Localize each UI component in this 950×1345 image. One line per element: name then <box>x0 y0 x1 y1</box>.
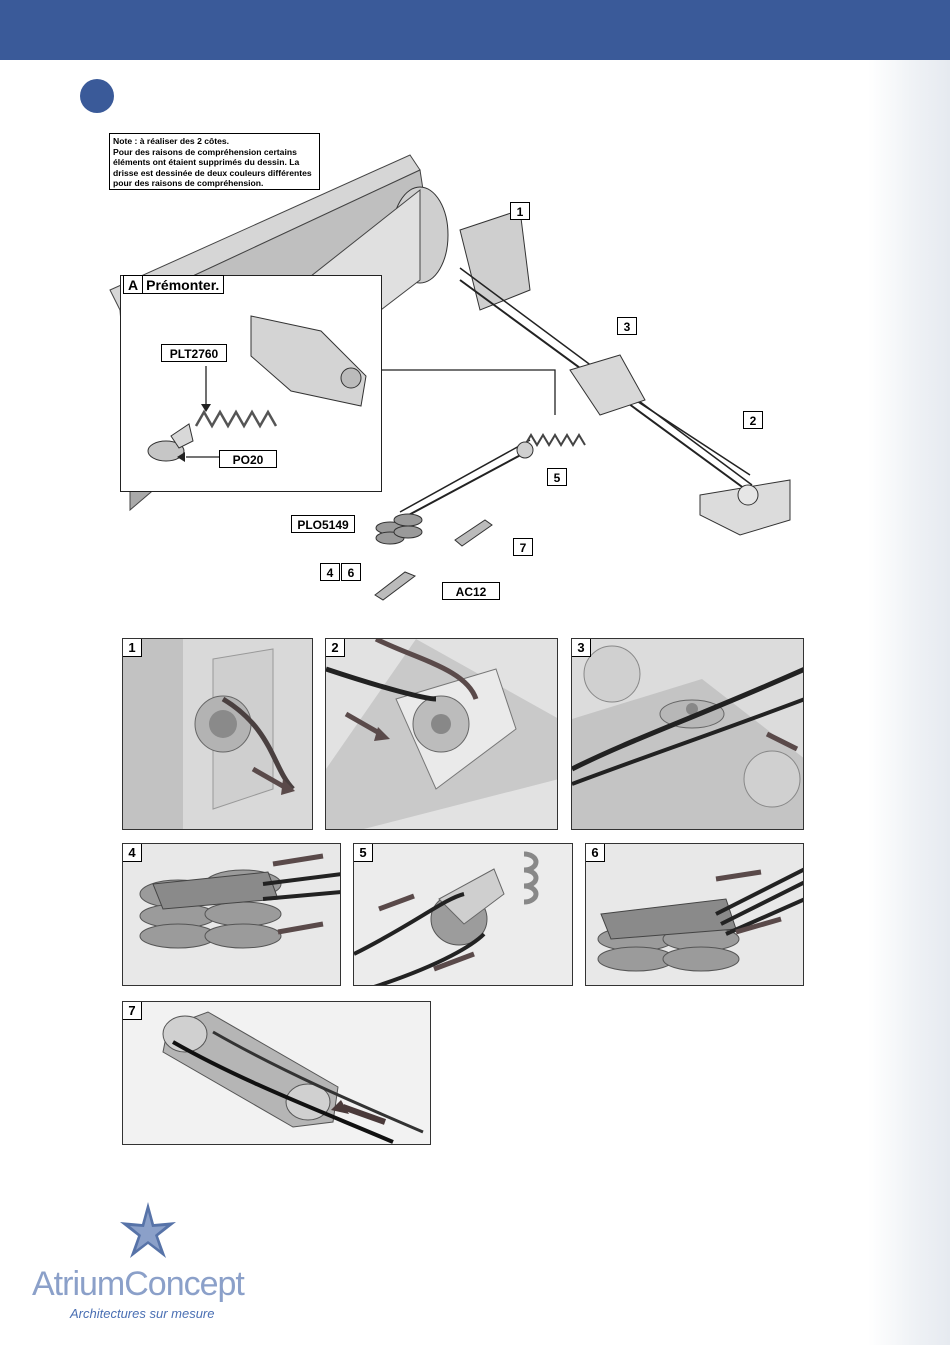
premount-drawing <box>147 315 367 462</box>
callout-3: 3 <box>617 317 637 335</box>
premount-letter: A <box>128 276 144 294</box>
detail-photo-6: 6 <box>585 843 804 986</box>
photo-number: 5 <box>354 844 373 862</box>
atrium-concept-logo <box>120 1202 176 1258</box>
photo-number: 1 <box>123 639 142 657</box>
note-line: drisse est dessinée de deux couleurs dif… <box>113 167 312 178</box>
header-bar <box>0 0 950 60</box>
callout-plo5149: PLO5149 <box>291 515 355 533</box>
detail-photo-2: 2 <box>325 638 558 830</box>
photo-number: 2 <box>326 639 345 657</box>
callout-5: 5 <box>547 468 567 486</box>
callout-2: 2 <box>743 411 763 429</box>
callout-7: 7 <box>513 538 533 556</box>
logo-brand: AtriumConcept <box>32 1265 245 1303</box>
callout-1: 1 <box>510 202 530 220</box>
callout-6: 6 <box>341 563 361 581</box>
note-line: éléments ont étaient supprimés du dessin… <box>113 157 300 168</box>
photo-number: 4 <box>123 844 142 862</box>
logo-tagline: Architectures sur mesure <box>70 1306 215 1321</box>
detail-photo-7: 7 <box>122 1001 431 1145</box>
callout-po20: PO20 <box>219 450 277 468</box>
assembly-note: Note : à réaliser des 2 côtes. Pour des … <box>109 133 320 190</box>
note-line: Note : à réaliser des 2 côtes. <box>113 136 230 146</box>
detail-photo-4: 4 <box>122 843 341 986</box>
detail-photo-3: 3 <box>571 638 804 830</box>
photo-number: 7 <box>123 1002 142 1020</box>
photo-number: 3 <box>572 639 591 657</box>
step-marker-dot <box>80 79 114 113</box>
photo-number: 6 <box>586 844 605 862</box>
callout-4: 4 <box>320 563 340 581</box>
detail-photo-1: 1 <box>122 638 313 830</box>
decorative-side-strip <box>868 60 950 1345</box>
premount-label: Prémonter. <box>146 277 220 293</box>
note-line: pour des raisons de compréhension. <box>113 178 264 189</box>
detail-photo-5: 5 <box>353 843 573 986</box>
callout-ac12: AC12 <box>442 582 500 600</box>
callout-plt2760: PLT2760 <box>161 344 227 362</box>
note-line: Pour des raisons de compréhension certai… <box>113 146 297 157</box>
